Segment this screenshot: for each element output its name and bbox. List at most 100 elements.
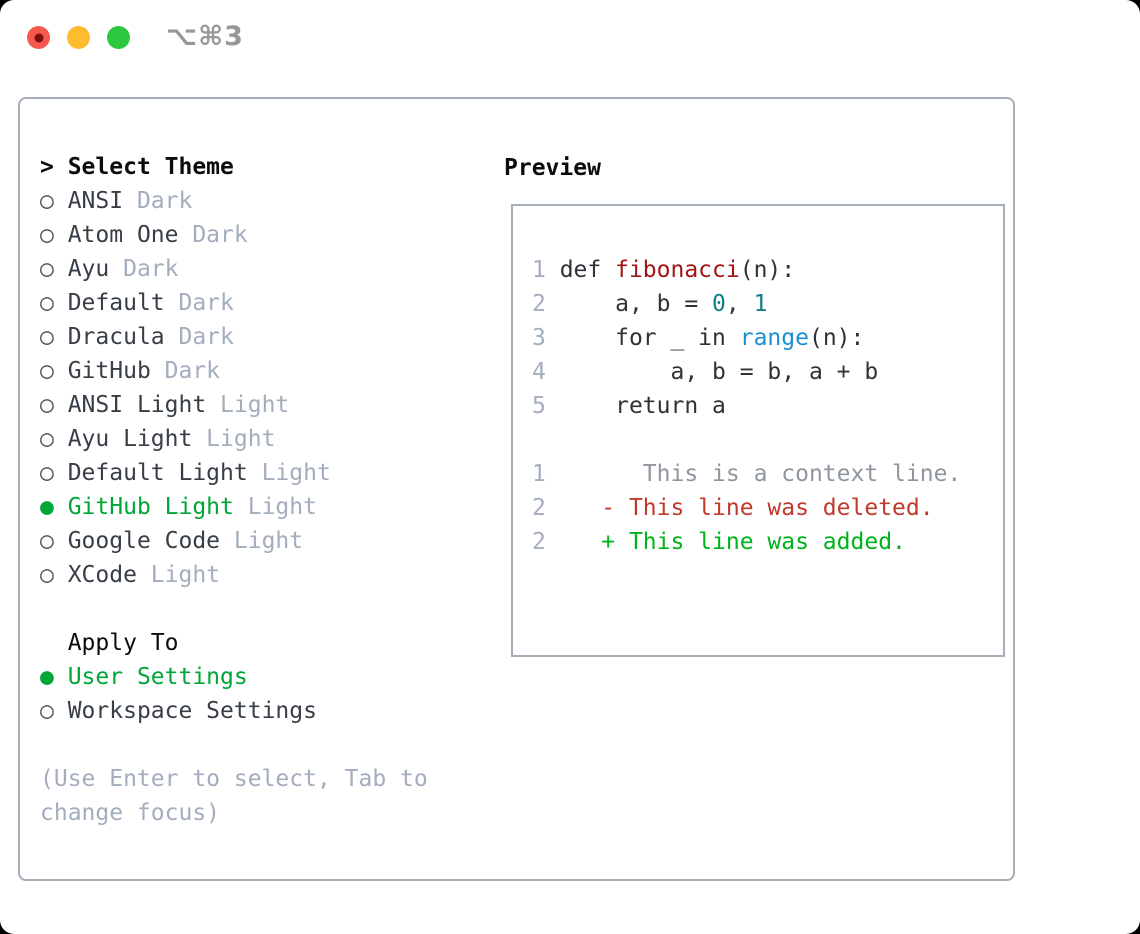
apply-to-label: Apply To	[67, 630, 179, 656]
theme-name: Ayu Light	[67, 426, 193, 452]
code-segment: + This line was added.	[559, 529, 906, 555]
radio-icon: ●	[40, 664, 68, 690]
line-number: 1	[532, 461, 560, 487]
apply-option-label: Workspace Settings	[67, 698, 317, 724]
line-number: 3	[532, 325, 560, 351]
theme-variant-tag: Light	[136, 562, 221, 588]
theme-name: Atom One	[67, 222, 179, 248]
line-number: 2	[532, 291, 560, 317]
apply-to-list: ● User Settings○ Workspace Settings	[40, 660, 488, 728]
spacer	[40, 592, 488, 626]
code-segment: ,	[725, 291, 754, 317]
spacer	[40, 728, 488, 762]
theme-option-github[interactable]: ○ GitHub Dark	[40, 354, 488, 388]
line-number: 5	[532, 393, 560, 419]
code-segment: (n):	[808, 325, 865, 351]
preview-code-line: 4 a, b = b, a + b	[532, 355, 1003, 389]
theme-option-dracula[interactable]: ○ Dracula Dark	[40, 320, 488, 354]
radio-icon: ○	[40, 698, 68, 724]
preview-code-line: 3 for _ in range(n):	[532, 321, 1003, 355]
code-segment: for _ in	[559, 325, 740, 351]
code-segment: a, b = b, a + b	[559, 359, 879, 385]
radio-icon: ●	[40, 494, 68, 520]
theme-option-github-light[interactable]: ● GitHub Light Light	[40, 490, 488, 524]
minimize-button[interactable]	[67, 26, 90, 49]
theme-variant-tag: Dark	[164, 290, 234, 316]
theme-option-ayu[interactable]: ○ Ayu Dark	[40, 252, 488, 286]
prompt-marker-icon: >	[40, 154, 68, 180]
theme-name: ANSI	[67, 188, 124, 214]
code-segment: 1	[753, 291, 768, 317]
theme-name: Default	[67, 290, 165, 316]
code-segment: - This line was deleted.	[559, 495, 934, 521]
theme-option-default[interactable]: ○ Default Dark	[40, 286, 488, 320]
hint-text: (Use Enter to select, Tab to change focu…	[40, 766, 428, 826]
theme-variant-tag: Light	[220, 528, 304, 554]
theme-name: Ayu	[67, 256, 110, 282]
theme-variant-tag: Light	[192, 426, 276, 452]
theme-list: ○ ANSI Dark○ Atom One Dark○ Ayu Dark○ De…	[40, 184, 488, 592]
theme-option-default-light[interactable]: ○ Default Light Light	[40, 456, 488, 490]
radio-icon: ○	[40, 426, 68, 452]
theme-picker-panel: > Select Theme ○ ANSI Dark○ Atom One Dar…	[18, 97, 1015, 881]
preview-code-line: 2 + This line was added.	[532, 525, 1003, 559]
radio-icon: ○	[40, 562, 68, 588]
radio-icon: ○	[40, 256, 68, 282]
theme-option-ansi[interactable]: ○ ANSI Dark	[40, 184, 488, 218]
zoom-button[interactable]	[107, 26, 130, 49]
theme-variant-tag: Dark	[123, 188, 193, 214]
line-number: 2	[532, 495, 560, 521]
theme-name: ANSI Light	[67, 392, 207, 418]
theme-option-xcode[interactable]: ○ XCode Light	[40, 558, 488, 592]
radio-icon: ○	[40, 392, 68, 418]
radio-icon: ○	[40, 290, 68, 316]
theme-option-atom-one[interactable]: ○ Atom One Dark	[40, 218, 488, 252]
theme-name: GitHub	[67, 358, 151, 384]
select-theme-header: > Select Theme	[40, 150, 488, 184]
radio-icon: ○	[40, 358, 68, 384]
code-segment: def	[559, 257, 616, 283]
theme-variant-tag: Light	[233, 494, 317, 520]
code-segment: a, b =	[559, 291, 713, 317]
preview-code-line: 1 This is a context line.	[532, 457, 1003, 491]
keyboard-shortcut-label: ⌥⌘3	[166, 21, 244, 52]
close-button[interactable]	[27, 26, 50, 49]
line-number: 2	[532, 529, 560, 555]
code-segment: (n):	[739, 257, 796, 283]
close-dot-icon	[34, 33, 43, 42]
theme-name: Dracula	[67, 324, 165, 350]
theme-variant-tag: Dark	[164, 324, 234, 350]
preview-code-line: 1 def fibonacci(n):	[532, 253, 1003, 287]
preview-code-line: 2 - This line was deleted.	[532, 491, 1003, 525]
theme-name: GitHub Light	[67, 494, 234, 520]
apply-option-label: User Settings	[67, 664, 248, 690]
theme-variant-tag: Light	[247, 460, 331, 486]
select-theme-label: Select Theme	[67, 154, 234, 180]
window-controls	[27, 26, 130, 49]
line-number: 1	[532, 257, 560, 283]
code-segment: range	[739, 325, 809, 351]
theme-variant-tag: Dark	[150, 358, 221, 384]
theme-option-ansi-light[interactable]: ○ ANSI Light Light	[40, 388, 488, 422]
code-segment: This is a context line.	[559, 461, 962, 487]
radio-icon: ○	[40, 528, 68, 554]
line-number	[532, 427, 560, 453]
preview-header: Preview	[504, 155, 601, 181]
theme-option-ayu-light[interactable]: ○ Ayu Light Light	[40, 422, 488, 456]
theme-name: XCode	[67, 562, 137, 588]
preview-code-line: 2 a, b = 0, 1	[532, 287, 1003, 321]
code-segment: 0	[712, 291, 726, 317]
theme-list-column: > Select Theme ○ ANSI Dark○ Atom One Dar…	[40, 150, 488, 830]
preview-code-line	[532, 423, 1003, 457]
apply-option-user-settings[interactable]: ● User Settings	[40, 660, 488, 694]
theme-name: Default Light	[67, 460, 248, 486]
apply-option-workspace-settings[interactable]: ○ Workspace Settings	[40, 694, 488, 728]
apply-to-header: Apply To	[40, 626, 488, 660]
theme-option-google-code[interactable]: ○ Google Code Light	[40, 524, 488, 558]
code-segment: return a	[559, 393, 726, 419]
theme-variant-tag: Dark	[109, 256, 179, 282]
preview-column: Preview 1 def fibonacci(n):2 a, b = 0, 1…	[504, 151, 1005, 657]
